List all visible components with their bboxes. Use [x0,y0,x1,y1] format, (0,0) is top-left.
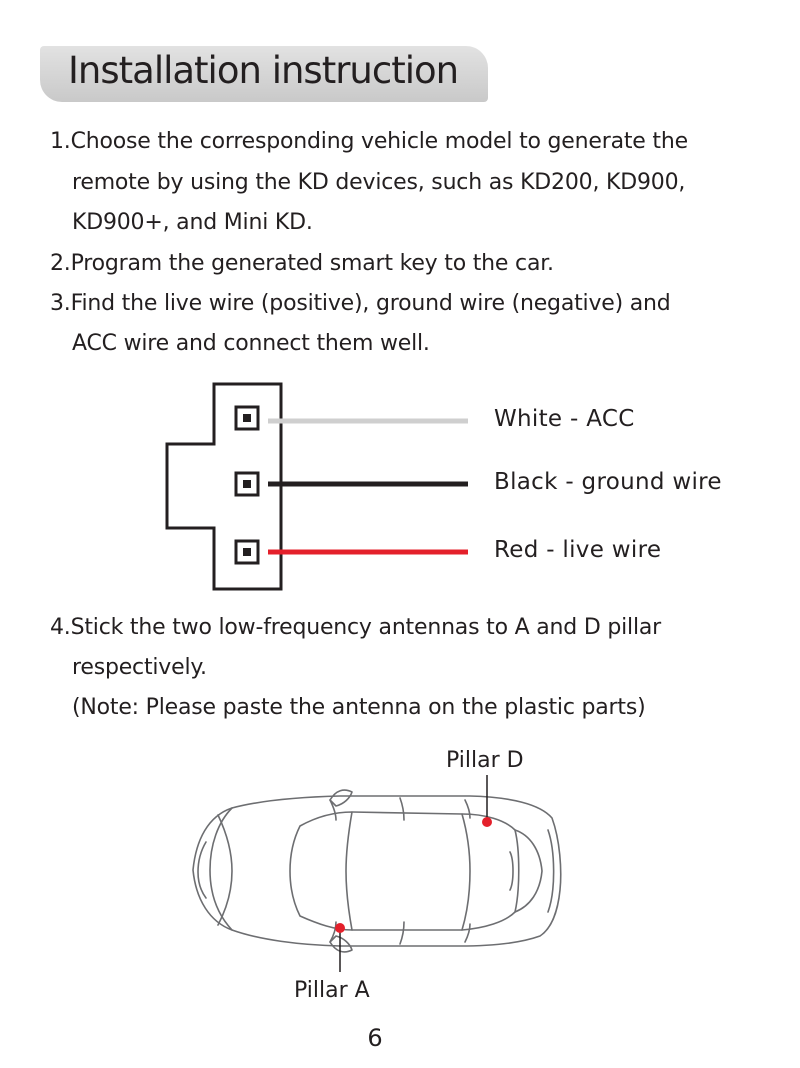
pin-top [234,405,260,431]
step-3-line-2: ACC wire and connect them well. [72,331,430,356]
page-number: 6 [367,1024,383,1052]
mirror-top [329,789,353,807]
pillar-a-marker [335,923,345,933]
connector-housing [165,382,283,591]
title-banner [40,46,488,102]
step-1-line-1: 1.Choose the corresponding vehicle model… [50,129,688,154]
step-4-line-1: 4.Stick the two low-frequency antennas t… [50,615,662,640]
step-1-line-3: KD900+, and Mini KD. [72,210,313,235]
mirror-bottom [329,935,353,953]
step-4-line-2: respectively. [72,655,207,680]
step-2-line-1: 2.Program the generated smart key to the… [50,251,554,276]
pillar-d-label: Pillar D [446,748,524,773]
wire-label-black: Black - ground wire [494,469,722,495]
rear-window [461,813,520,931]
pin-bottom [234,539,260,565]
page-title: Installation instruction [68,49,459,92]
wire-label-white: White - ACC [494,406,635,432]
step-3-line-1: 3.Find the live wire (positive), ground … [50,291,671,316]
roof [351,811,471,931]
pin-middle [234,471,260,497]
car-body-outline [192,795,562,947]
pillar-a-label: Pillar A [294,978,370,1003]
step-4-note: (Note: Please paste the antenna on the p… [72,695,646,720]
step-1-line-2: remote by using the KD devices, such as … [72,170,686,195]
windshield [289,811,353,931]
pillar-d-marker [482,817,492,827]
wire-label-red: Red - live wire [494,537,662,563]
